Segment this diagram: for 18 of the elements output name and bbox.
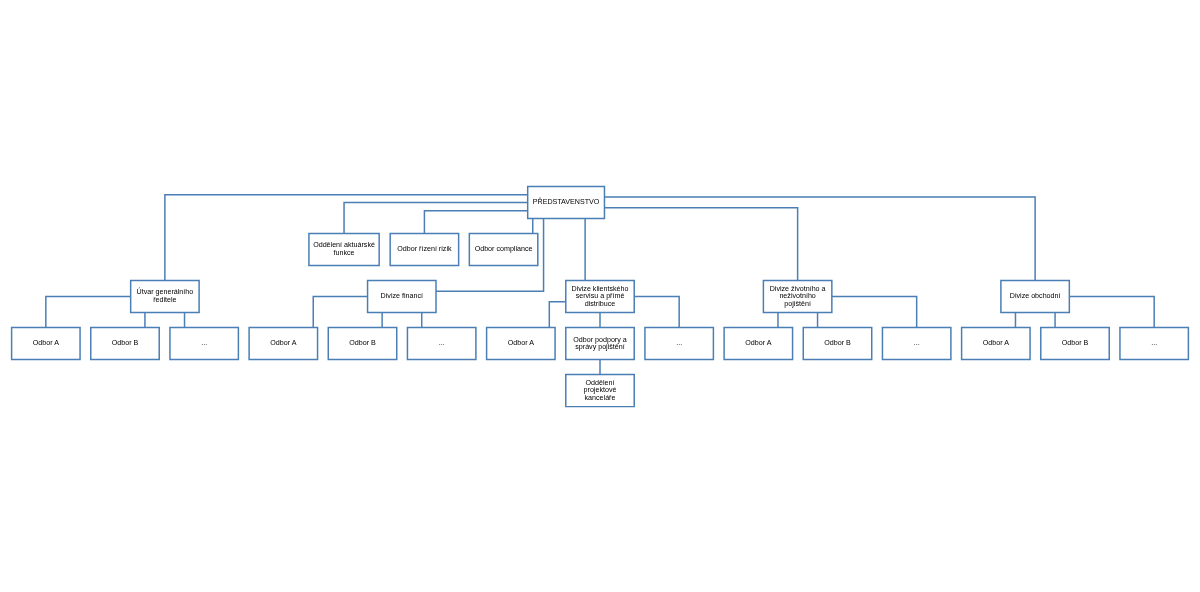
- connector: [599, 311, 601, 328]
- connector: [548, 300, 567, 328]
- connector: [164, 193, 529, 281]
- connector: [599, 358, 601, 375]
- connector: [1054, 311, 1056, 328]
- connector: [831, 295, 918, 328]
- connector: [603, 195, 1036, 281]
- connector: [144, 311, 146, 328]
- connector: [584, 217, 586, 281]
- connector: [423, 209, 529, 234]
- connector: [312, 295, 369, 328]
- connector: [381, 311, 383, 328]
- connector: [1068, 295, 1155, 328]
- connector: [603, 206, 799, 281]
- connector: [777, 311, 779, 328]
- connector: [343, 201, 529, 234]
- connector: [633, 295, 680, 328]
- connector: [45, 295, 132, 328]
